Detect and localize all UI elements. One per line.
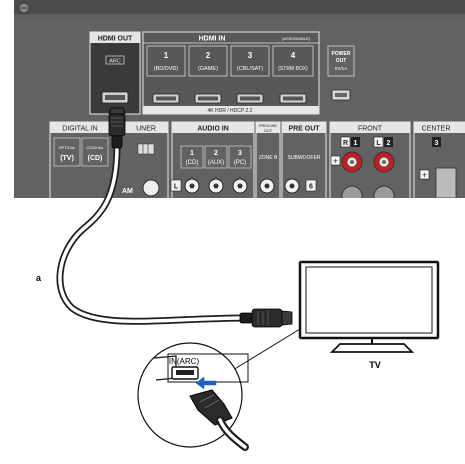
hdmi-input-2: 2 (GAME)	[188, 45, 228, 104]
svg-text:L: L	[376, 140, 381, 147]
hdmi-plug-callout	[189, 389, 249, 451]
svg-text:R: R	[343, 140, 348, 147]
svg-text:6: 6	[309, 184, 313, 191]
svg-text:(CD): (CD)	[88, 155, 103, 162]
hdmi-input-3: 3 (CBL/SAT)	[230, 45, 270, 104]
svg-text:3: 3	[238, 150, 242, 157]
tv-label: TV	[369, 360, 381, 370]
rca-jack	[208, 178, 224, 194]
center-speaker-block: CENTER 3 +	[413, 121, 465, 198]
hdcp-note: 4K HDR / HDCP 2.2	[208, 108, 253, 114]
hdmi-cable	[56, 142, 249, 325]
svg-text:1: 1	[164, 51, 169, 60]
pre-line-out-block: PRE/LINE OUT ZONE B	[255, 121, 281, 198]
svg-text:(GAME): (GAME)	[198, 66, 218, 72]
svg-text:(PC): (PC)	[234, 160, 246, 166]
svg-text:(CBL/SAT): (CBL/SAT)	[237, 66, 263, 72]
hdmi-in-title: HDMI IN	[199, 36, 226, 43]
tuner-title: UNER	[136, 126, 156, 133]
tv: TV	[298, 260, 440, 370]
pre-out-block: PRE OUT SUBWOOFER 6	[281, 121, 327, 198]
hdmi-plug-receiver	[108, 107, 126, 149]
svg-text:+: +	[333, 157, 338, 166]
svg-text:2: 2	[206, 51, 211, 60]
audio-l-label: L	[174, 184, 179, 191]
svg-text:(TV): (TV)	[60, 155, 74, 162]
speaker-terminal-red	[341, 151, 363, 173]
svg-text:(CD): (CD)	[186, 160, 199, 166]
svg-text:1: 1	[354, 140, 358, 147]
svg-text:3: 3	[435, 140, 439, 147]
svg-text:COAXIAL: COAXIAL	[86, 145, 104, 150]
audio-in-block: AUDIO IN 1 (CD) 2 (AUX) 3 (PC) L	[170, 121, 255, 198]
power-out-block: POWER OUT 5V/1A	[327, 45, 355, 101]
svg-text:+: +	[422, 171, 427, 180]
svg-text:OPTICAL: OPTICAL	[58, 145, 76, 150]
svg-text:(BD/DVD): (BD/DVD)	[154, 66, 179, 72]
audio-in-title: AUDIO IN	[197, 126, 229, 133]
front-speaker-block: FRONT R 1 L 2 +	[329, 121, 411, 198]
rca-jack	[232, 178, 248, 194]
arc-label: ARC	[109, 58, 121, 64]
cable-label: a	[36, 273, 42, 283]
receiver-rear-panel: HDMI OUT ARC HDMI IN (ASSIGNABLE) 1 (BD/…	[14, 0, 465, 198]
svg-text:2: 2	[214, 150, 218, 157]
am-antenna-terminal	[142, 179, 160, 197]
pre-out-title: PRE OUT	[288, 126, 320, 133]
front-title: FRONT	[358, 126, 383, 133]
svg-text:PRE/LINE: PRE/LINE	[259, 123, 278, 128]
rca-jack	[184, 178, 200, 194]
svg-text:OUT: OUT	[336, 58, 347, 64]
hdmi-assignable-label: (ASSIGNABLE)	[282, 36, 311, 41]
svg-text:(STRM BOX): (STRM BOX)	[278, 66, 308, 72]
digital-in-title: DIGITAL IN	[62, 126, 97, 133]
speaker-terminal-red	[373, 151, 395, 173]
svg-text:OUT: OUT	[264, 128, 273, 133]
hdmi-input-4: 4 (STRM BOX)	[272, 45, 314, 104]
hdmi-input-1: 1 (BD/DVD)	[146, 45, 186, 104]
svg-text:2: 2	[387, 140, 391, 147]
svg-text:POWER: POWER	[332, 51, 351, 57]
hdmi-out-title: HDMI OUT	[98, 36, 133, 43]
svg-text:1: 1	[190, 150, 194, 157]
rca-jack	[284, 178, 300, 194]
insert-arrow-icon	[195, 376, 217, 390]
svg-text:5V/1A: 5V/1A	[335, 66, 347, 71]
svg-text:(AUX): (AUX)	[208, 160, 224, 166]
subwoofer-label: SUBWOOFER	[288, 155, 321, 161]
am-label: AM	[122, 188, 133, 195]
svg-text:3: 3	[248, 51, 253, 60]
hdmi-plug-tv	[239, 308, 293, 328]
svg-text:4: 4	[291, 51, 296, 60]
center-title: CENTER	[422, 126, 451, 133]
hdmi-in-block: HDMI IN (ASSIGNABLE) 1 (BD/DVD) 2 (GAME)…	[142, 31, 320, 115]
zone-b-label: ZONE B	[259, 155, 278, 161]
hdmi-out-block: HDMI OUT ARC	[89, 31, 141, 115]
in-arc-label: IN(ARC)	[169, 357, 200, 366]
rca-jack	[259, 178, 275, 194]
port-callout: IN(ARC)	[137, 328, 301, 451]
